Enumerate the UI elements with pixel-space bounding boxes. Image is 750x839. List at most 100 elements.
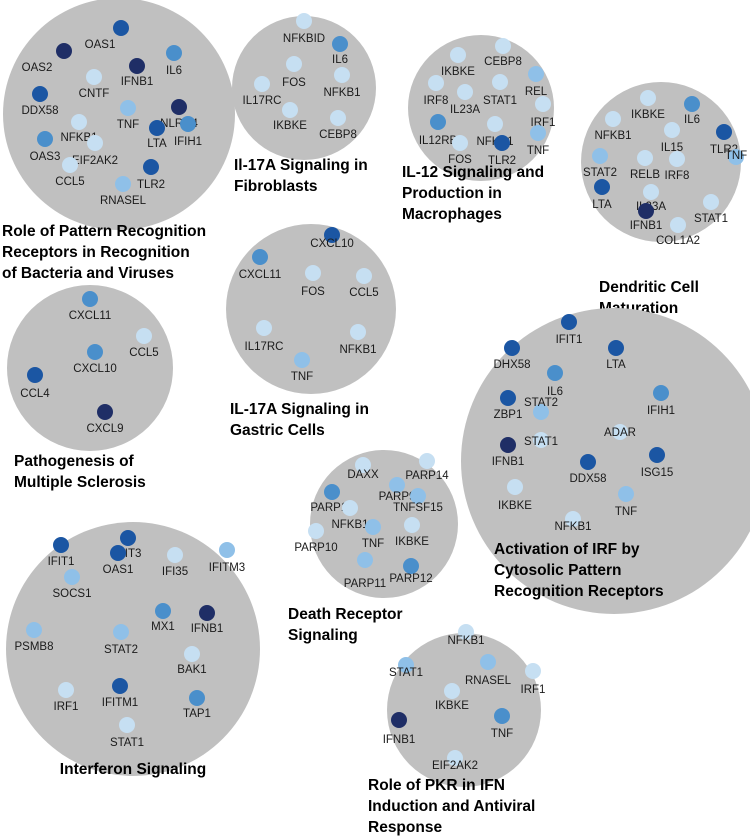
pathway-title-line: Fibroblasts [234, 178, 318, 195]
gene-node: NFKBID [283, 13, 325, 45]
gene-label: MX1 [151, 621, 175, 633]
gene-dot [308, 523, 324, 539]
gene-label: COL1A2 [656, 235, 700, 247]
gene-node: CXCL11 [69, 291, 111, 322]
gene-dot [410, 488, 426, 504]
gene-dot [87, 344, 103, 360]
gene-label: PARP9 [379, 491, 416, 503]
gene-node: IL6 [166, 45, 182, 77]
gene-node: DAXX [347, 457, 379, 481]
gene-label: TLR2 [488, 155, 516, 167]
gene-node: CEBP8 [319, 110, 357, 141]
gene-label: CXCL10 [310, 238, 353, 250]
gene-label: NFKBID [283, 33, 325, 45]
gene-label: IFIH1 [174, 136, 202, 148]
gene-node: EIF2AK2 [432, 750, 478, 772]
gene-label: OAS1 [85, 39, 116, 51]
gene-node: TNF [491, 708, 513, 740]
gene-node: CCL5 [129, 328, 159, 359]
gene-dot [419, 453, 435, 469]
gene-label: NFKB1 [594, 130, 631, 142]
gene-dot [500, 390, 516, 406]
gene-label: IFIT1 [48, 556, 75, 568]
gene-dot [547, 365, 563, 381]
gene-label: CXCL11 [239, 269, 282, 281]
gene-dot [649, 447, 665, 463]
gene-dot [82, 291, 98, 307]
gene-node: OAS1 [103, 545, 133, 576]
gene-node: RNASEL [465, 654, 512, 687]
gene-node: ZBP1 [494, 390, 522, 421]
gene-label: ADAR [604, 427, 636, 439]
gene-label: IL23A [450, 104, 480, 116]
gene-dot [324, 227, 340, 243]
gene-label: IL17RC [243, 95, 282, 107]
gene-label: IRF8 [665, 170, 690, 182]
gene-node: NFKB1 [594, 111, 632, 142]
gene-label: STAT2 [524, 397, 558, 409]
gene-label: IFITM1 [102, 697, 138, 709]
gene-node: PARP12 [389, 558, 433, 585]
gene-label: IFNB1 [630, 220, 663, 232]
gene-label: ISG15 [641, 467, 674, 479]
gene-label: TNF [725, 150, 747, 162]
gene-dot [58, 682, 74, 698]
gene-dot [219, 542, 235, 558]
gene-dot [404, 517, 420, 533]
gene-node: LTA [592, 179, 612, 211]
gene-node: STAT2 [104, 624, 138, 656]
gene-label: RNASEL [100, 195, 147, 207]
gene-node: CCL5 [55, 157, 85, 188]
gene-label: IFNB1 [191, 623, 224, 635]
gene-dot [56, 43, 72, 59]
gene-dot [398, 657, 414, 673]
gene-dot [305, 265, 321, 281]
gene-label: TNFSF15 [393, 502, 443, 514]
gene-node: IKBKE [395, 517, 429, 548]
gene-node: STAT1 [694, 194, 728, 225]
gene-label: TNF [527, 145, 549, 157]
pathway-il12: IKBKECEBP8IRF8STAT1RELIL23AIRF1IL12RBNFK… [402, 35, 555, 223]
gene-node: IKBKE [273, 102, 307, 132]
pathway-title-line: Cytosolic Pattern [494, 562, 621, 579]
gene-label: STAT1 [110, 737, 144, 749]
gene-label: TNF [615, 506, 637, 518]
gene-label: STAT1 [694, 213, 728, 225]
pathway-title-line: Gastric Cells [230, 422, 325, 439]
gene-node: STAT2 [524, 397, 558, 420]
gene-label: TLR2 [137, 179, 165, 191]
gene-label: IRF8 [424, 95, 449, 107]
gene-dot [533, 404, 549, 420]
gene-node: NFKB1 [339, 324, 377, 356]
gene-dot [86, 69, 102, 85]
gene-node: IFIH1 [647, 385, 675, 417]
gene-label: CCL5 [55, 176, 84, 188]
pathway-title-line: Il-17A Signaling in [234, 157, 368, 174]
gene-label: IL6 [332, 54, 348, 66]
gene-node: TNF [725, 149, 747, 165]
gene-dot [594, 179, 610, 195]
gene-dot [565, 511, 581, 527]
gene-label: IRF1 [54, 701, 79, 713]
gene-dot [487, 116, 503, 132]
gene-node: FOS [301, 265, 325, 298]
gene-node: DDX58 [569, 454, 607, 485]
gene-label: EIF2AK2 [432, 760, 478, 772]
pathway-title-line: Response [368, 819, 442, 836]
gene-label: NFKB1 [447, 635, 484, 647]
gene-dot [294, 352, 310, 368]
gene-label: TNF [362, 538, 384, 550]
gene-node: IFNB1 [191, 605, 224, 635]
gene-label: TNF [491, 728, 513, 740]
gene-label: STAT2 [583, 167, 617, 179]
gene-dot [357, 552, 373, 568]
gene-node: IFITM1 [102, 678, 138, 709]
pathway-title-line: Role of Pattern Recognition [2, 223, 206, 240]
gene-node: IRF1 [521, 663, 545, 696]
gene-node: OAS3 [30, 131, 60, 163]
cluster-circle [387, 633, 541, 787]
cluster-circle [408, 35, 554, 181]
gene-dot [669, 151, 685, 167]
gene-dot [507, 479, 523, 495]
